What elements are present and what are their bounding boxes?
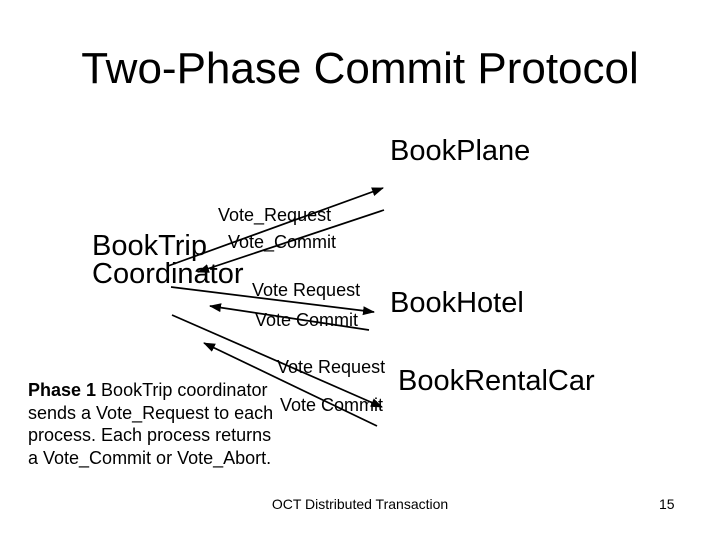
footer-text: OCT Distributed Transaction (271, 496, 449, 512)
node-booktrip-coordinator-line1: BookTrip (92, 230, 207, 262)
phase1-note-bold: Phase 1 (28, 380, 97, 400)
arrow-vote-request-to-bookhotel (170, 286, 375, 316)
arrow-vote-request-to-bookplane (167, 187, 384, 267)
phase1-note: Phase 1 BookTrip coordinator sends a Vot… (28, 379, 273, 469)
node-bookhotel: BookHotel (390, 287, 524, 319)
node-bookplane: BookPlane (390, 135, 531, 167)
phase1-note-line4: a Vote_Commit or Vote_Abort. (28, 447, 272, 468)
phase1-note-line2: sends a Vote_Request to each (28, 402, 274, 423)
label-vote-request-middle: Vote Request (252, 280, 361, 300)
phase1-note-line3: process. Each process returns (28, 425, 272, 445)
arrow-vote-commit-from-bookplane (197, 209, 385, 273)
label-vote-commit-middle: Vote Commit (255, 310, 359, 330)
phase1-note-line1-rest: BookTrip coordinator (96, 380, 268, 400)
label-vote-commit-bottom: Vote Commit (280, 395, 384, 415)
label-vote-request-bottom: Vote Request (277, 357, 386, 377)
phase1-note-line1: Phase 1 BookTrip coordinator (28, 379, 273, 402)
arrow-vote-request-to-bookrentalcar (171, 314, 383, 408)
node-booktrip-coordinator-line2: Coordinator (92, 258, 244, 290)
label-vote-request-top: Vote_Request (218, 205, 332, 225)
node-bookrentalcar: BookRentalCar (398, 365, 595, 397)
label-vote-commit-top: Vote_Commit (228, 232, 337, 252)
slide-title: Two-Phase Commit Protocol (81, 44, 639, 93)
arrow-vote-commit-from-bookrentalcar (203, 342, 378, 427)
page-number: 15 (659, 496, 675, 512)
arrow-vote-commit-from-bookhotel (209, 303, 370, 331)
node-booktrip-coordinator: BookTrip Coordinator (92, 230, 244, 290)
